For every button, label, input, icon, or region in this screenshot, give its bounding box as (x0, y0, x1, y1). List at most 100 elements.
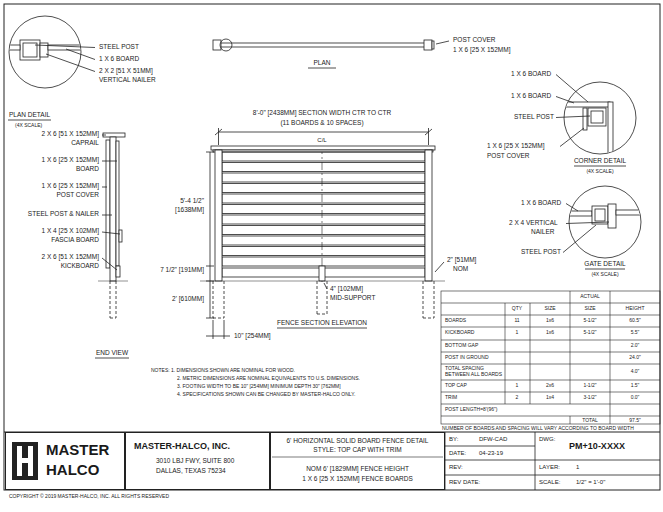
fence-elevation-part-part (213, 318, 224, 319)
general-note: 3. FOOTING WIDTH TO BE 10" [254MM] MINIM… (176, 384, 342, 389)
dimension-table-part (610, 291, 611, 424)
dimension-table-part (505, 303, 506, 404)
end-view-part (102, 215, 112, 216)
fence-elevation-part (222, 205, 425, 214)
fence-elevation-part (319, 266, 325, 281)
title-block-field: PM+10-XXXX (568, 442, 626, 451)
end-view-part (116, 141, 119, 266)
table-cell: KICKBOARD (444, 330, 475, 335)
part-callout: 1 X 6 [25 X 152MM] (41, 183, 100, 190)
sheet-border (4, 4, 660, 490)
title-block-field: BY: (448, 436, 459, 442)
plan-view-part (436, 41, 449, 44)
end-view-part (110, 137, 116, 281)
corner-detail-part-part (588, 108, 606, 126)
plan-detail-part-part (20, 40, 40, 60)
view-title: END VIEW (95, 350, 129, 357)
end-view-part (116, 266, 120, 277)
fence-elevation-part (277, 328, 367, 329)
title-block-field: DFW-CAD (478, 436, 508, 442)
dimension-label: 8'-0" [2438MM] SECTION WIDTH CTR TO CTR (252, 110, 392, 117)
title-block-part (17, 458, 33, 463)
plan-view-part (432, 41, 434, 49)
part-callout: STEEL POST (98, 44, 140, 51)
plan-detail-part (9, 16, 81, 88)
table-cell: 11 (513, 318, 520, 323)
dimension-table-part (441, 364, 660, 365)
end-view-part (119, 230, 122, 242)
scale-note: (4X SCALE) (585, 169, 614, 174)
fence-elevation-part (215, 129, 222, 135)
dimension-table-part (441, 416, 660, 417)
corner-detail-part-part (608, 102, 613, 162)
general-note: NOTES: 1. DIMENSIONS SHOWN ARE NOMINAL F… (150, 368, 296, 373)
part-callout: 1 X 6 [25 X 152MM] (41, 157, 100, 164)
part-callout: 2 X 4 VERTICAL (508, 220, 559, 227)
fence-elevation-part (222, 215, 425, 224)
corner-detail-part-part (583, 108, 587, 130)
fence-elevation-part (222, 152, 425, 161)
title-block-part (445, 475, 660, 476)
logo-mark (12, 442, 38, 480)
fence-elevation-part (218, 128, 219, 145)
dimension-table (441, 291, 660, 424)
general-note: 4. SPECIFICATIONS SHOWN CAN BE CHANGED B… (176, 392, 356, 397)
fence-elevation-part (215, 150, 222, 281)
table-cell: POST LENGTH=8'(96") (444, 407, 499, 412)
part-callout: CAPRAIL (70, 140, 100, 147)
title-block-field: 1/2" = 1'-0" (575, 479, 606, 485)
end-view (95, 133, 129, 358)
fence-elevation-part-part (317, 281, 318, 314)
fence-elevation-part (213, 281, 434, 318)
end-view-part-part (110, 318, 116, 319)
part-callout: FASCIA BOARD (50, 237, 100, 244)
fence-elevation-part-part (327, 281, 328, 314)
fence-elevation-part (425, 150, 432, 281)
fence-elevation-part-part (423, 318, 434, 319)
plan-detail-part (0, 40, 88, 60)
dimension-table-part (441, 303, 660, 304)
end-view-part (106, 140, 110, 268)
gate-detail-part-part (608, 204, 616, 228)
fence-elevation-part (322, 146, 323, 282)
part-callout: 1 X 6 BOARD (98, 56, 140, 63)
table-cell: NUMBER OF BOARDS AND SPACING WILL VARY A… (441, 426, 635, 431)
fence-elevation-part (200, 281, 445, 282)
table-cell: POST IN GROUND (444, 355, 490, 360)
fence-elevation-part (219, 132, 429, 133)
plan-detail-part (46, 54, 95, 72)
dimension-label: (11 BOARDS & 10 SPACES) (279, 120, 364, 127)
title-text: 1 X 6 [25 X 152MM] FENCE BOARDS (271, 476, 444, 483)
gate-detail-part (563, 225, 596, 253)
plan-detail-part (8, 120, 51, 121)
part-callout: STEEL POST (513, 114, 555, 121)
dimension-table-part (441, 327, 660, 328)
dimension-label: 10" [254MM] (233, 333, 272, 340)
part-callout: STEEL POST & NAILER (27, 211, 100, 218)
corner-detail-part (556, 97, 574, 104)
table-cell: 1x6 (545, 330, 555, 335)
fence-elevation-part (224, 320, 225, 339)
part-callout: VERTICAL NAILER (98, 77, 157, 84)
dimension-label: 2" [51MM] (446, 257, 477, 264)
copyright-note: COPYRIGHT © 2019 MASTER-HALCO, INC. ALL … (8, 494, 170, 499)
title-block-part (535, 432, 536, 490)
table-cell: 24.0" (628, 355, 642, 360)
fence-elevation-part (324, 283, 327, 289)
dimension-label: C/L (316, 137, 327, 143)
plan-view-part (215, 43, 430, 47)
dimension-label: 7 1/2" [191MM] (159, 267, 205, 274)
end-view-part (110, 281, 116, 318)
plan-detail-part-part (23, 43, 37, 57)
table-cell: TOTAL (581, 418, 599, 423)
general-note: 2. METRIC DIMENSIONS ARE NOMINAL EQUIVAL… (176, 376, 361, 381)
title-text: DALLAS, TEXAS 75234 (156, 468, 226, 475)
dimension-table-part (441, 315, 660, 316)
scale-note: (4X SCALE) (590, 272, 619, 277)
corner-detail-part (560, 128, 584, 147)
dimension-table-part (441, 380, 660, 381)
fence-elevation-part-part (434, 281, 435, 318)
fence-elevation-part (222, 226, 425, 235)
fence-elevation-part (222, 236, 425, 245)
title-block-part (445, 446, 535, 447)
